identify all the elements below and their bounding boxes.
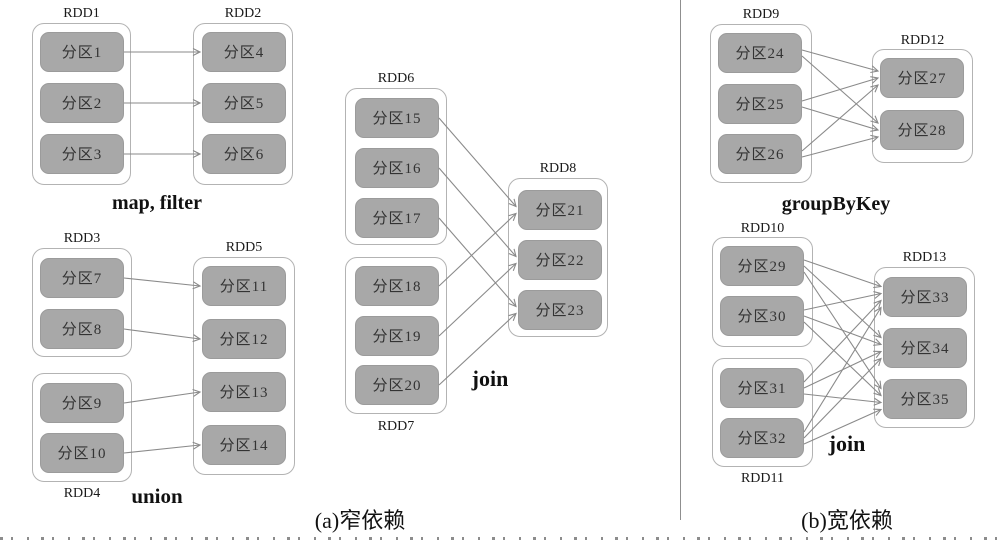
dependency-arrow [438, 117, 517, 208]
map-filter-label: map, filter [112, 192, 202, 214]
caption-narrow-dependency: (a)窄依赖 [314, 508, 406, 533]
dependency-arrow [803, 271, 882, 390]
union-label: union [131, 484, 183, 508]
dependency-arrow [438, 262, 517, 337]
partition-p17: 分区17 [355, 198, 439, 238]
dependency-arrow [803, 357, 882, 439]
rdd10-label: RDD10 [740, 221, 785, 236]
join-narrow-label: join [471, 366, 509, 391]
dependency-arrow [123, 389, 202, 404]
partition-p14: 分区14 [202, 425, 286, 465]
partition-p32: 分区32 [720, 418, 804, 458]
caption-wide-dependency: (b)宽依赖 [801, 508, 893, 533]
partition-p2: 分区2 [40, 83, 124, 123]
partition-p26: 分区26 [718, 134, 802, 174]
partition-p3: 分区3 [40, 134, 124, 174]
partition-p24: 分区24 [718, 33, 802, 73]
rdd1-label: RDD1 [63, 6, 100, 21]
partition-p4: 分区4 [202, 32, 286, 72]
partition-p13: 分区13 [202, 372, 286, 412]
dependency-arrow [801, 84, 879, 152]
rdd12-label: RDD12 [900, 33, 945, 48]
clipped-caption-strip [0, 537, 1007, 540]
partition-p11: 分区11 [202, 266, 286, 306]
partition-p34: 分区34 [883, 328, 967, 368]
partition-p29: 分区29 [720, 246, 804, 286]
rdd6-label: RDD6 [377, 71, 415, 86]
dependency-arrow [801, 134, 880, 158]
dependency-arrow [438, 212, 517, 287]
partition-p19: 分区19 [355, 316, 439, 356]
partition-p22: 分区22 [518, 240, 602, 280]
rdd9-label: RDD9 [742, 7, 780, 22]
partition-p16: 分区16 [355, 148, 439, 188]
partition-p7: 分区7 [40, 258, 124, 298]
rdd2-label: RDD2 [224, 6, 262, 21]
dependency-arrow [803, 265, 882, 339]
partition-p5: 分区5 [202, 83, 286, 123]
partition-p12: 分区12 [202, 319, 286, 359]
rdd11-label: RDD11 [740, 471, 785, 486]
partition-p25: 分区25 [718, 84, 802, 124]
dependency-arrow [123, 277, 202, 290]
partition-p28: 分区28 [880, 110, 964, 150]
partition-p18: 分区18 [355, 266, 439, 306]
dependency-arrow [123, 441, 202, 454]
dependency-arrow [803, 315, 883, 346]
partition-p20: 分区20 [355, 365, 439, 405]
rdd5-label: RDD5 [225, 240, 263, 255]
dependency-arrow [801, 49, 880, 74]
dependency-arrow [803, 306, 882, 433]
rdd4-label: RDD4 [63, 486, 101, 501]
partition-p23: 分区23 [518, 290, 602, 330]
partition-p30: 分区30 [720, 296, 804, 336]
dependency-arrow [803, 393, 883, 406]
group-by-key-label: groupByKey [781, 193, 891, 215]
section-divider [680, 0, 681, 520]
partition-p15: 分区15 [355, 98, 439, 138]
dependency-arrow [438, 167, 517, 258]
dependency-arrow [438, 217, 517, 308]
partition-p27: 分区27 [880, 58, 964, 98]
partition-p1: 分区1 [40, 32, 124, 72]
dependency-arrow [803, 299, 882, 383]
partition-p35: 分区35 [883, 379, 967, 419]
dependency-arrow [803, 259, 883, 289]
rdd7-label: RDD7 [377, 419, 415, 434]
partition-p6: 分区6 [202, 134, 286, 174]
partition-p31: 分区31 [720, 368, 804, 408]
dependency-arrow [801, 106, 880, 132]
dependency-arrow [803, 321, 882, 397]
rdd3-label: RDD3 [63, 231, 101, 246]
rdd8-label: RDD8 [539, 161, 577, 176]
partition-p33: 分区33 [883, 277, 967, 317]
rdd13-label: RDD13 [902, 250, 947, 265]
dependency-arrow [801, 76, 880, 102]
partition-p8: 分区8 [40, 309, 124, 349]
dependency-arrow [803, 350, 883, 389]
dependency-arrow [801, 55, 879, 124]
dependency-arrow [123, 328, 202, 343]
partition-p21: 分区21 [518, 190, 602, 230]
partition-p9: 分区9 [40, 383, 124, 423]
dependency-arrow [803, 291, 883, 311]
partition-p10: 分区10 [40, 433, 124, 473]
join-wide-label: join [828, 431, 866, 456]
